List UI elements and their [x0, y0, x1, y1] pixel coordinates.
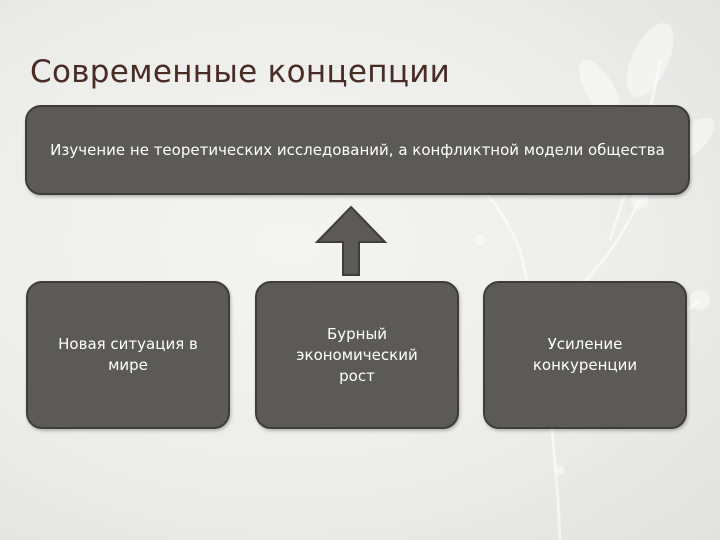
slide-title: Современные концепции: [30, 54, 451, 90]
cause-box-label: Новая ситуация в мире: [58, 335, 198, 374]
cause-box-economic-growth: Бурный экономический рост: [255, 281, 459, 429]
cause-box-label: Усиление конкуренции: [532, 335, 638, 374]
cause-box-new-situation: Новая ситуация в мире: [26, 281, 230, 429]
result-box-label: Изучение не теоретических исследований, …: [50, 140, 665, 159]
result-box: Изучение не теоретических исследований, …: [25, 105, 690, 195]
cause-box-competition: Усиление конкуренции: [483, 281, 687, 429]
cause-box-label: Бурный экономический рост: [296, 324, 418, 385]
up-arrow-icon: [314, 205, 388, 276]
